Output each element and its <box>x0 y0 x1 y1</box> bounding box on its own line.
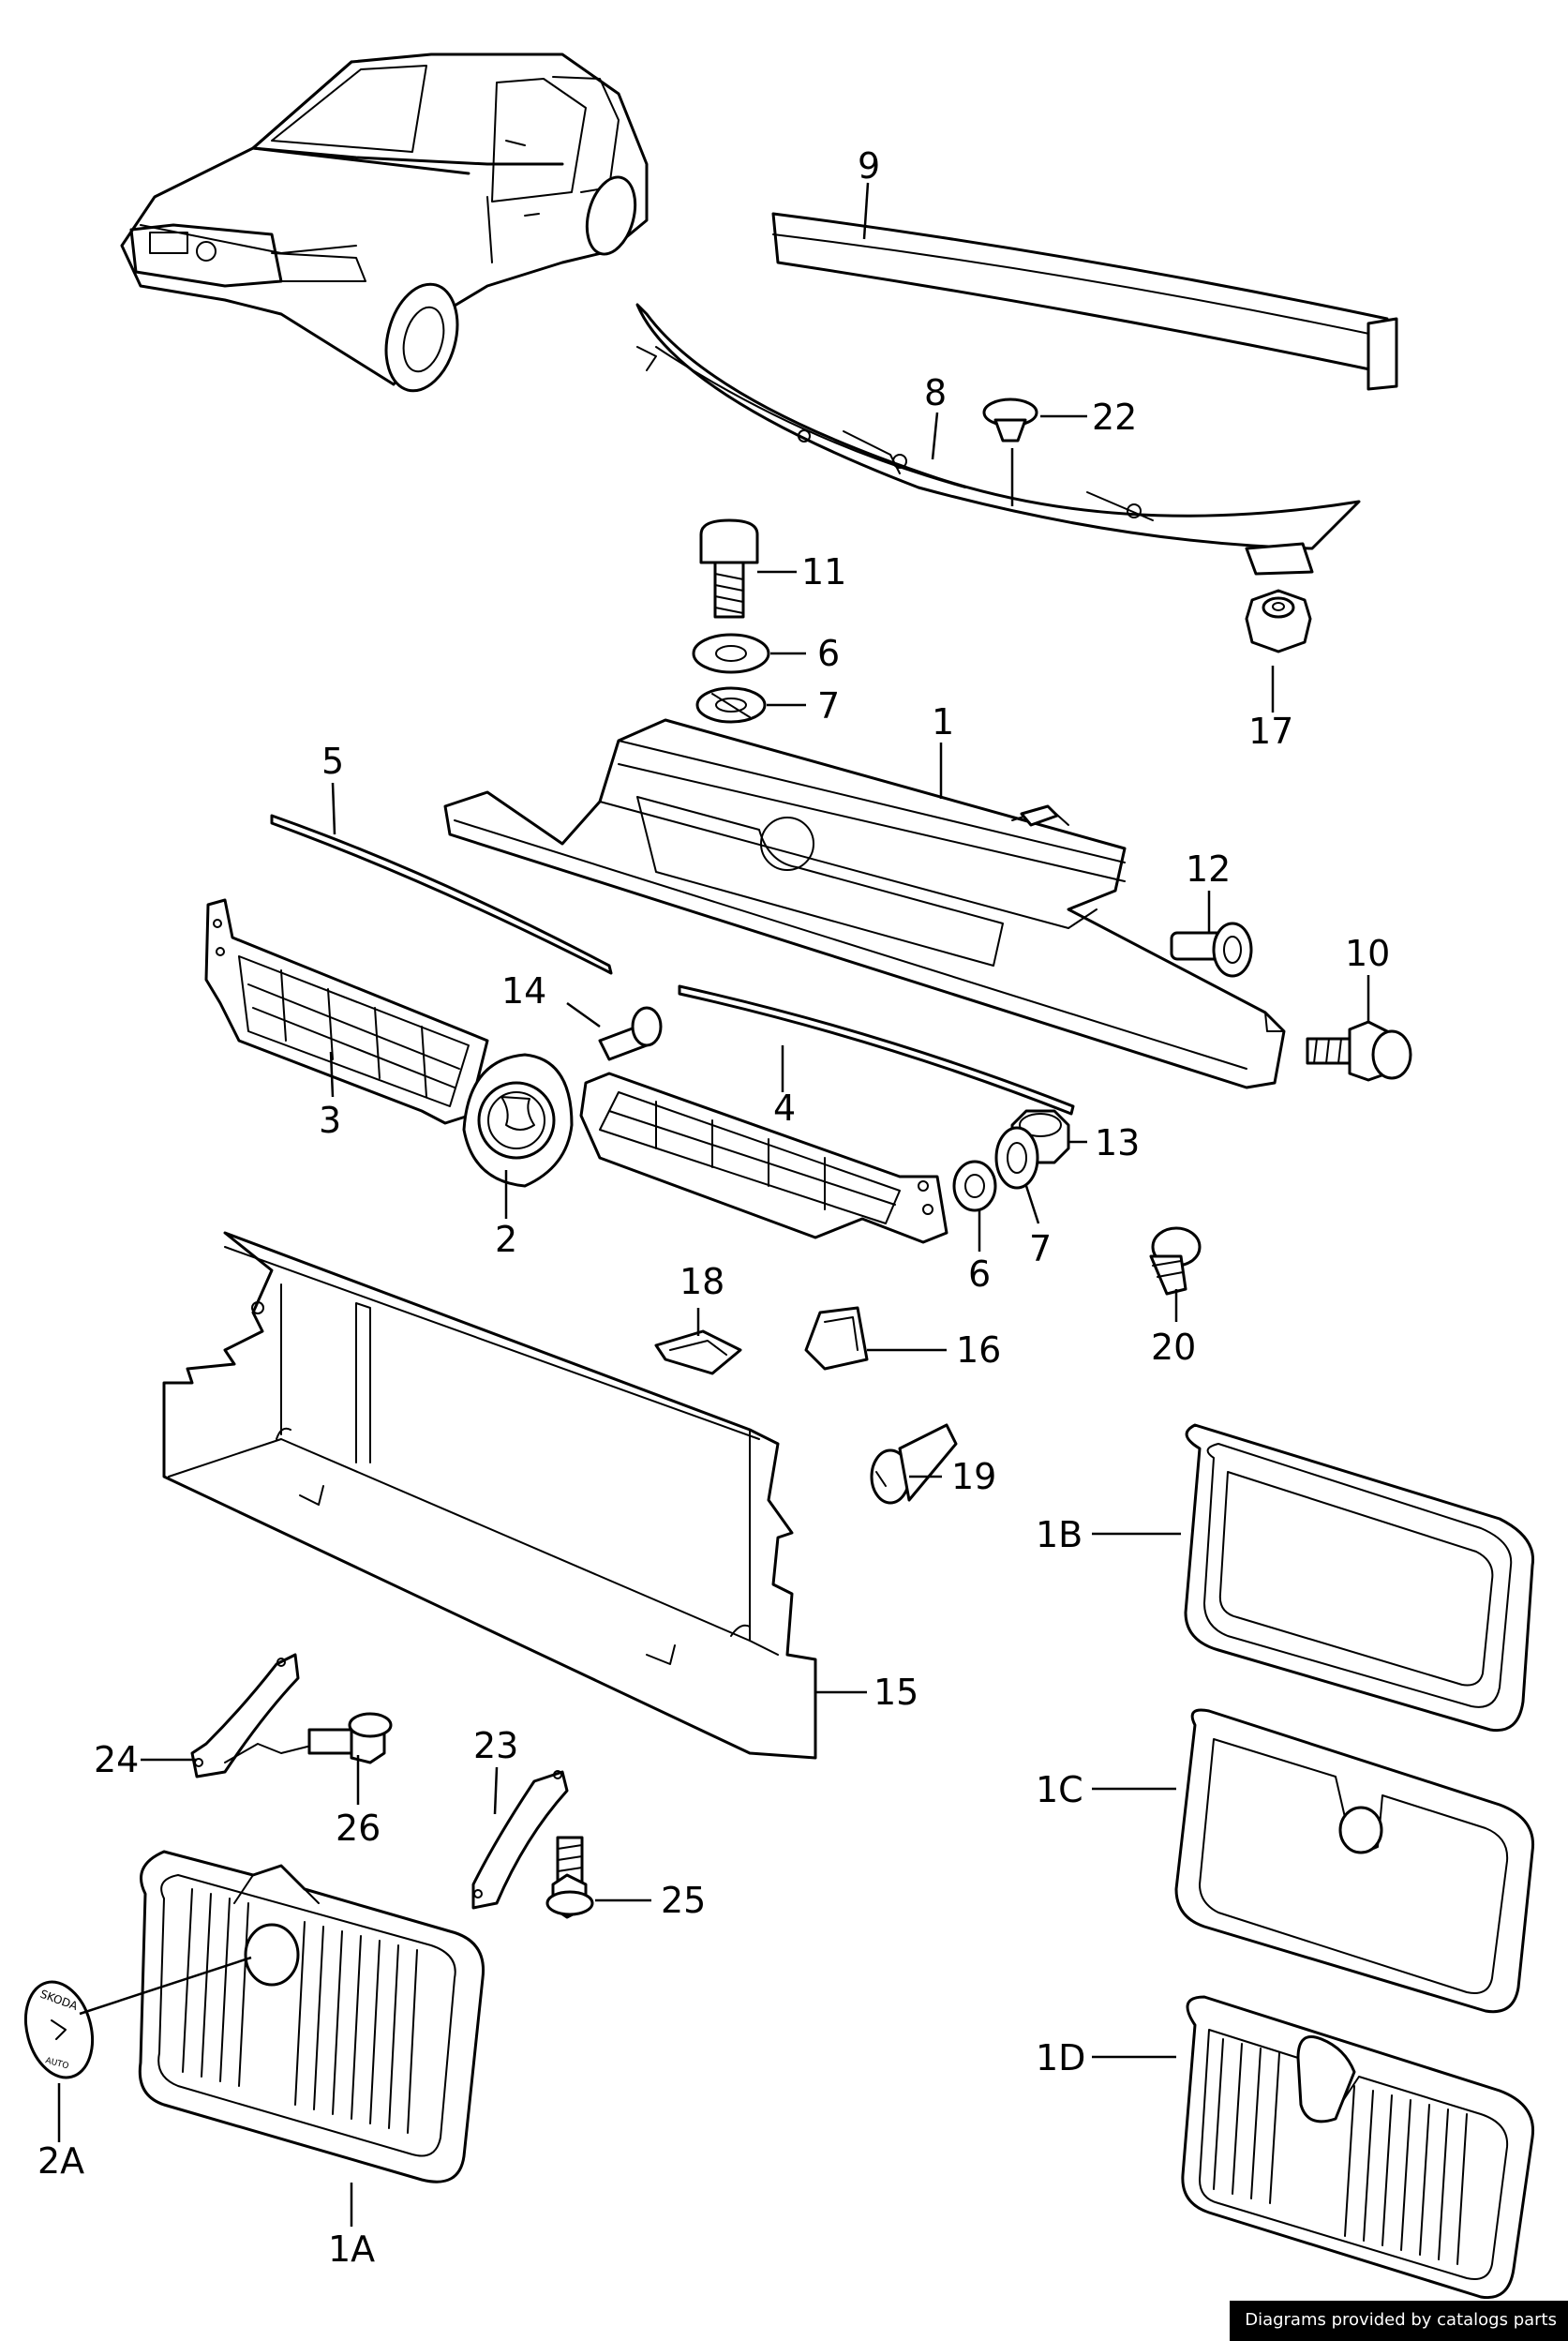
part-24-bracket <box>190 1653 320 1778</box>
label-1A: 1A <box>328 2228 375 2270</box>
label-15: 15 <box>874 1672 918 1713</box>
part-9-foam-rail <box>771 212 1398 391</box>
label-1D: 1D <box>1036 2037 1085 2078</box>
part-15-air-deflector <box>162 1231 817 1760</box>
part-22-clip <box>982 398 1038 443</box>
part-16-clip <box>804 1306 869 1371</box>
label-2A: 2A <box>37 2140 84 2182</box>
part-6-washer-top <box>692 633 770 674</box>
label-17: 17 <box>1248 711 1293 752</box>
credit-watermark: Diagrams provided by catalogs parts <box>1230 2301 1568 2341</box>
part-6-washer-lower <box>952 1160 997 1212</box>
part-26-bolt <box>307 1712 393 1764</box>
label-25: 25 <box>661 1880 706 1921</box>
label-10: 10 <box>1345 933 1390 974</box>
part-1-grille-carrier <box>443 718 1286 1089</box>
part-1B-grille-surround <box>1184 1423 1535 1733</box>
label-8: 8 <box>924 372 947 413</box>
part-17-nut <box>1245 589 1312 653</box>
part-7-spring-washer-top <box>695 686 767 724</box>
label-23: 23 <box>473 1725 518 1766</box>
label-22: 22 <box>1092 397 1137 438</box>
part-7-spring-washer-lower <box>994 1126 1039 1190</box>
part-3-left-grille <box>204 898 489 1125</box>
label-16: 16 <box>956 1329 1001 1371</box>
part-2-emblem-housing <box>462 1053 574 1188</box>
car-illustration <box>120 53 649 393</box>
label-1: 1 <box>932 701 954 743</box>
label-7: 7 <box>817 685 840 727</box>
label-1B: 1B <box>1036 1514 1083 1555</box>
label-7-lower: 7 <box>1029 1228 1052 1269</box>
label-6-lower: 6 <box>968 1253 991 1295</box>
part-1C-grille-surround <box>1174 1708 1535 2014</box>
label-26: 26 <box>336 1808 381 1849</box>
part-1D-grille <box>1181 1995 1535 2300</box>
label-1C: 1C <box>1036 1769 1083 1810</box>
part-3-right-grille <box>579 1072 948 1244</box>
leader-lines <box>57 182 1370 2227</box>
label-4: 4 <box>773 1088 796 1129</box>
label-24: 24 <box>94 1739 139 1780</box>
label-11: 11 <box>801 551 846 593</box>
part-14-screw <box>598 1006 663 1061</box>
label-12: 12 <box>1186 848 1231 890</box>
label-2: 2 <box>495 1219 517 1260</box>
label-5: 5 <box>321 741 344 782</box>
callout-labels: 9 8 22 11 6 7 17 1 5 12 10 14 3 4 13 2 7… <box>37 145 1390 2270</box>
part-11-bolt <box>699 518 759 619</box>
part-2A-emblem: SKODA AUTO <box>24 1980 94 2079</box>
part-18-clip <box>654 1329 742 1375</box>
part-8-upper-bracket <box>635 303 1361 576</box>
part-20-screw <box>1149 1226 1202 1296</box>
part-25-bolt <box>545 1836 594 1919</box>
part-1A-grille <box>138 1850 485 2183</box>
label-19: 19 <box>951 1456 996 1497</box>
label-14: 14 <box>501 970 546 1012</box>
label-20: 20 <box>1151 1327 1196 1368</box>
label-13: 13 <box>1095 1122 1140 1163</box>
label-6: 6 <box>817 633 840 674</box>
label-18: 18 <box>679 1261 724 1302</box>
part-5-trim-strip <box>270 814 613 975</box>
part-10-bolt <box>1306 1020 1412 1082</box>
part-4-trim-strip <box>678 984 1075 1116</box>
label-9: 9 <box>858 145 880 187</box>
part-23-bracket <box>471 1770 569 1910</box>
part-12-screw <box>1170 922 1253 978</box>
part-19-pin <box>870 1423 958 1505</box>
label-3: 3 <box>319 1100 341 1141</box>
